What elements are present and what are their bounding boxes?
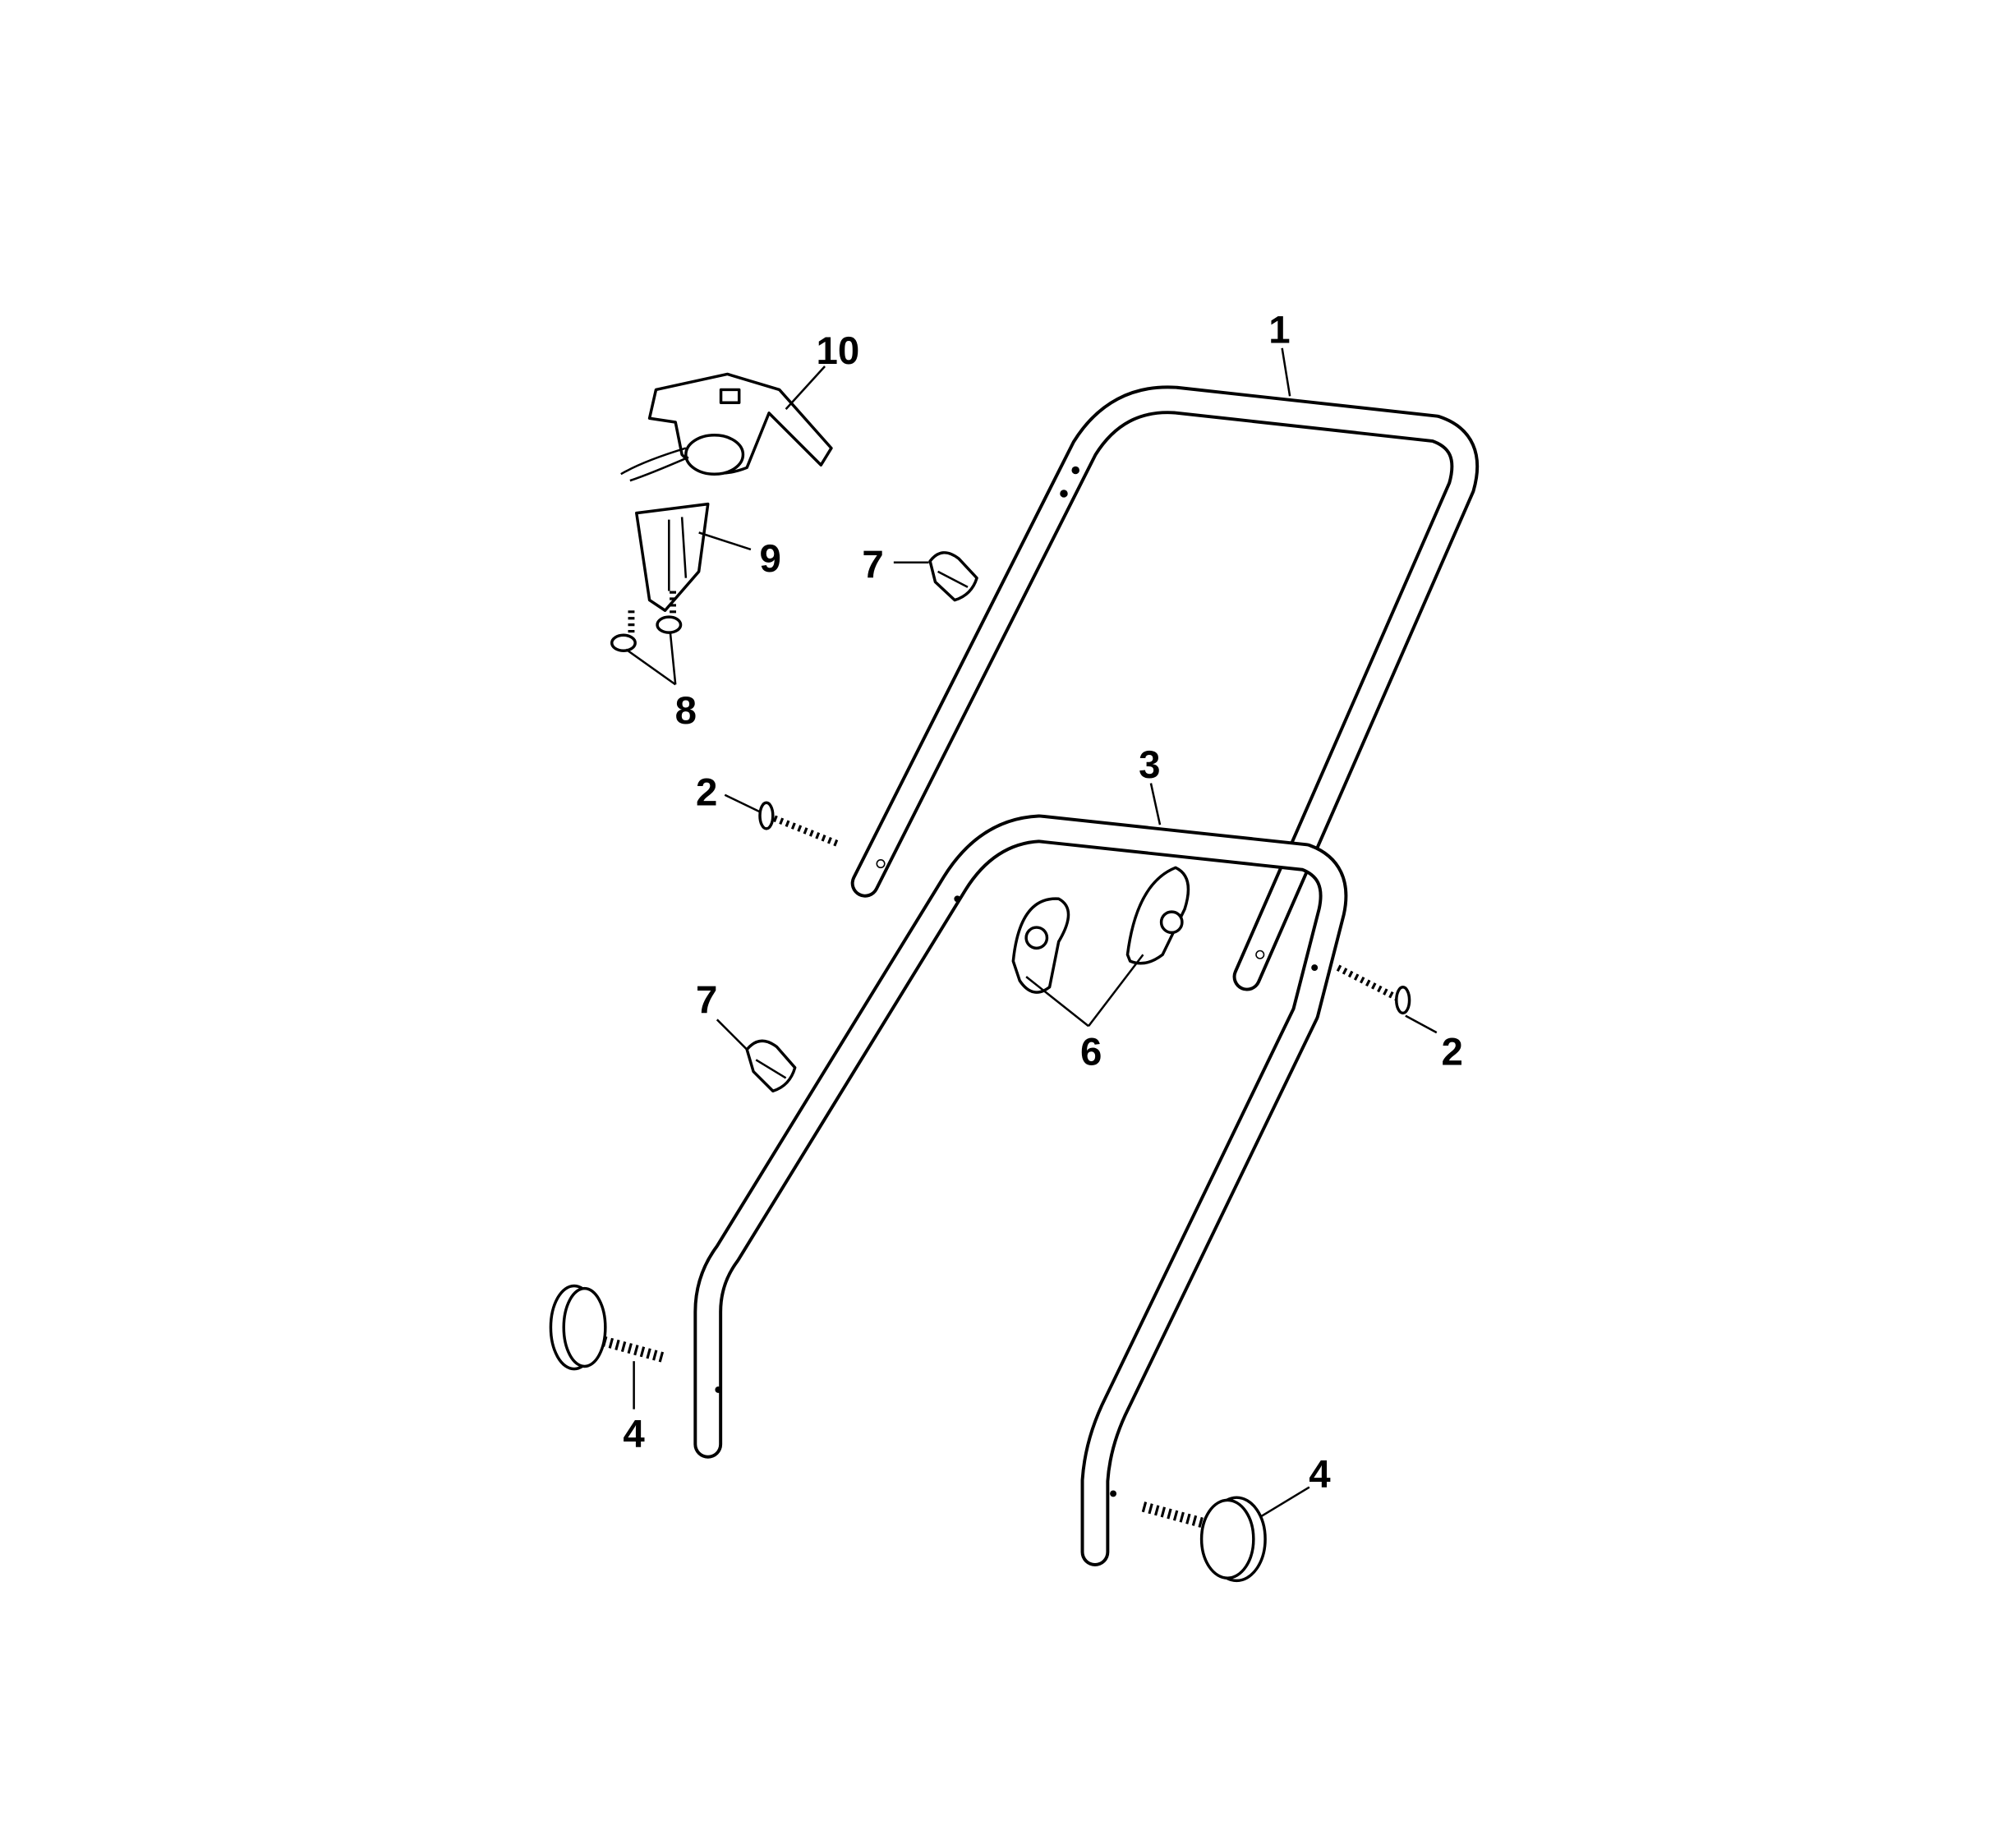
clip-part-7-lower [745, 1039, 797, 1093]
clip-part-7-upper [928, 551, 978, 602]
label-4-right: 4 [1309, 1453, 1331, 1497]
switch-clamp-part-10 [620, 372, 833, 482]
upper-handle-part-1 [850, 385, 1480, 991]
screws-part-8 [610, 591, 683, 653]
cable-guide-part-9 [635, 502, 710, 612]
wing-nuts-part-6 [1011, 866, 1190, 994]
bolt-part-2-right [1336, 964, 1411, 1015]
label-2-right: 2 [1442, 1031, 1463, 1074]
label-6: 6 [1080, 1031, 1102, 1074]
label-7-upper: 7 [862, 544, 883, 587]
label-10: 10 [816, 329, 859, 373]
bolt-part-2-left [758, 801, 840, 848]
label-9: 9 [759, 537, 780, 581]
leader-lines [625, 347, 1438, 1518]
label-7-lower: 7 [696, 978, 717, 1022]
part-labels: 10 1 9 7 8 2 3 7 6 2 4 4 [623, 309, 1463, 1497]
label-1: 1 [1268, 309, 1290, 352]
label-3: 3 [1139, 743, 1160, 787]
label-8: 8 [675, 689, 697, 733]
lower-handle-part-3 [693, 814, 1348, 1566]
label-2-left: 2 [696, 770, 717, 814]
knob-part-4-right [1141, 1496, 1267, 1583]
label-4-left: 4 [623, 1413, 645, 1456]
knob-part-4-left [549, 1284, 665, 1371]
